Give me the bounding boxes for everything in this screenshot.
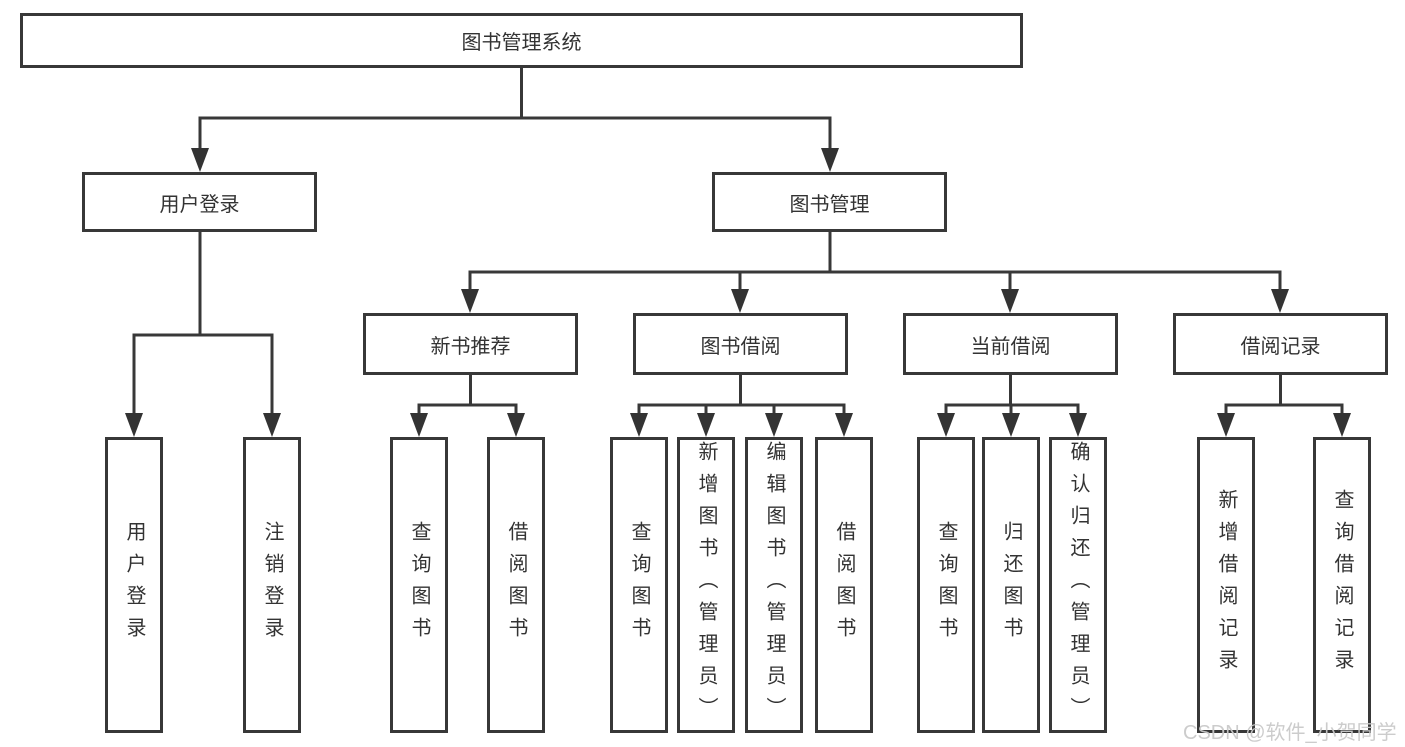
node-label: 借阅图书 [505, 521, 527, 649]
connector-current-borrow-to-leaves [944, 375, 1080, 415]
node-book-borrow: 图书借阅 [633, 313, 848, 375]
node-label: 借阅记录 [1240, 335, 1321, 358]
leaf-query-books-current: 查询图书 [917, 437, 975, 733]
leaf-return-books: 归还图书 [982, 437, 1040, 733]
node-system-root: 图书管理系统 [20, 13, 1023, 68]
node-label: 图书管理系统 [461, 32, 582, 54]
leaf-edit-books-admin: 编辑图书（管理员） [745, 437, 803, 733]
connector-book-mgmt-to-level3 [468, 232, 1282, 291]
connector-root-to-level2 [198, 68, 832, 150]
node-label: 新增借阅记录 [1215, 489, 1237, 681]
node-label: 图书借阅 [700, 335, 781, 358]
leaf-confirm-return-admin: 确认归还（管理员） [1049, 437, 1107, 733]
node-current-borrow: 当前借阅 [903, 313, 1118, 375]
leaf-query-books-recommend: 查询图书 [390, 437, 448, 733]
connector-book-borrow-to-leaves [637, 375, 846, 415]
connector-user-login-to-leaves [132, 232, 274, 415]
node-new-book-recommend: 新书推荐 [363, 313, 578, 375]
node-label: 新增图书（管理员） [695, 441, 717, 729]
leaf-user-login: 用户登录 [105, 437, 163, 733]
leaf-logout: 注销登录 [243, 437, 301, 733]
node-label: 当前借阅 [970, 335, 1051, 358]
node-label: 查询图书 [408, 521, 430, 649]
connector-new-book-to-leaves [417, 375, 518, 415]
node-label: 借阅图书 [833, 521, 855, 649]
node-label: 查询图书 [628, 521, 650, 649]
node-book-management: 图书管理 [712, 172, 947, 232]
node-user-login: 用户登录 [82, 172, 317, 232]
node-label: 用户登录 [123, 521, 145, 649]
node-label: 新书推荐 [430, 335, 511, 358]
node-label: 确认归还（管理员） [1067, 441, 1089, 729]
node-borrow-records: 借阅记录 [1173, 313, 1388, 375]
node-label: 用户登录 [159, 193, 240, 216]
leaf-borrow-books-recommend: 借阅图书 [487, 437, 545, 733]
leaf-add-books-admin: 新增图书（管理员） [677, 437, 735, 733]
connector-borrow-records-to-leaves [1224, 375, 1344, 415]
node-label: 查询图书 [935, 521, 957, 649]
node-label: 归还图书 [1000, 521, 1022, 649]
leaf-query-books-borrow: 查询图书 [610, 437, 668, 733]
leaf-add-borrow-record: 新增借阅记录 [1197, 437, 1255, 733]
node-label: 注销登录 [261, 521, 283, 649]
node-label: 查询借阅记录 [1331, 489, 1353, 681]
node-label: 编辑图书（管理员） [763, 441, 785, 729]
leaf-borrow-books: 借阅图书 [815, 437, 873, 733]
csdn-watermark: CSDN @软件_小贺同学 [1183, 722, 1397, 744]
leaf-query-borrow-record: 查询借阅记录 [1313, 437, 1371, 733]
node-label: 图书管理 [789, 193, 870, 216]
